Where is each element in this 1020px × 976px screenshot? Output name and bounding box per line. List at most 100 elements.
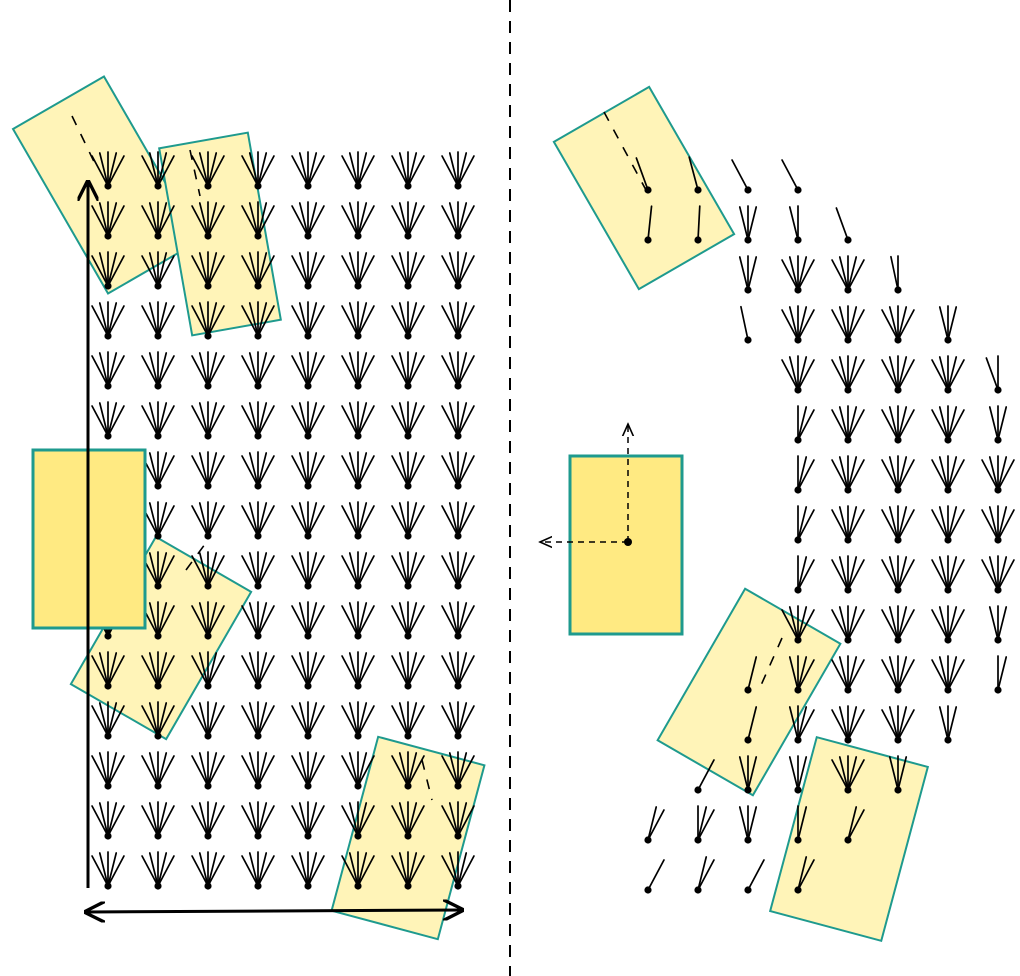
fan-point <box>981 555 1015 594</box>
fan-point <box>241 601 275 640</box>
fan-point <box>441 701 475 740</box>
fan-point <box>291 501 325 540</box>
fan-point <box>191 351 225 390</box>
fan-point <box>881 655 915 694</box>
fan-point <box>988 605 1008 644</box>
fan-point <box>191 451 225 490</box>
fan-point <box>291 201 325 240</box>
fan-point <box>988 405 1008 444</box>
fan-point <box>391 201 425 240</box>
fan-point <box>644 859 665 894</box>
fan-point <box>788 755 808 794</box>
fan-point <box>391 851 425 890</box>
fan-point <box>441 601 475 640</box>
fan-point <box>731 159 752 194</box>
fan-point <box>291 351 325 390</box>
fan-point <box>141 851 175 890</box>
fan-point <box>391 701 425 740</box>
fan-point <box>241 451 275 490</box>
fan-point <box>738 755 758 794</box>
fan-point <box>191 651 225 690</box>
fan-point <box>694 759 715 794</box>
fan-point <box>781 159 802 194</box>
fan-point <box>441 151 475 190</box>
fan-point <box>391 401 425 440</box>
fan-point <box>91 251 125 290</box>
fan-point <box>241 301 275 340</box>
fan-point <box>441 251 475 290</box>
fan-point <box>694 205 702 244</box>
fan-point <box>91 401 125 440</box>
fan-point <box>781 355 815 394</box>
fan-point <box>788 655 815 694</box>
fan-point <box>141 601 175 640</box>
fan-point <box>688 156 702 194</box>
fan-point <box>341 701 375 740</box>
fan-point <box>141 751 175 790</box>
fan-point <box>391 551 425 590</box>
fan-point <box>938 705 958 744</box>
fan-point <box>91 651 125 690</box>
fan-point <box>91 201 125 240</box>
fan-point <box>788 705 815 744</box>
fan-point <box>738 205 758 244</box>
fan-point <box>141 701 175 740</box>
fan-point <box>341 751 375 790</box>
fan-point <box>744 656 758 694</box>
fan-point <box>881 455 915 494</box>
orientation-dash <box>421 759 433 801</box>
fan-point <box>341 501 375 540</box>
fan-point <box>191 501 225 540</box>
fan-point <box>788 205 802 244</box>
fan-point <box>441 651 475 690</box>
fan-point <box>835 207 852 244</box>
fan-point <box>881 555 915 594</box>
fan-point <box>694 805 715 844</box>
fan-point <box>291 401 325 440</box>
fan-point <box>441 751 475 790</box>
fan-point <box>341 351 375 390</box>
fan-point <box>931 555 965 594</box>
fan-point <box>91 701 125 740</box>
fan-point <box>91 801 125 840</box>
fan-point <box>794 805 808 844</box>
fan-point <box>831 305 865 344</box>
fan-point <box>241 551 275 590</box>
fan-point <box>391 751 425 790</box>
fan-point <box>794 856 815 894</box>
fan-point <box>91 301 125 340</box>
fan-point <box>291 551 325 590</box>
fan-point <box>341 851 375 890</box>
fan-point <box>241 751 275 790</box>
fan-point <box>291 801 325 840</box>
fan-point <box>694 856 715 894</box>
fan-point <box>881 505 915 544</box>
fan-point <box>341 301 375 340</box>
fan-point <box>191 551 225 590</box>
fan-point <box>831 405 865 444</box>
fan-point <box>831 505 865 544</box>
fan-point <box>391 801 425 840</box>
fan-point <box>141 251 175 290</box>
fan-point <box>291 451 325 490</box>
fan-point <box>441 351 475 390</box>
fan-point <box>241 351 275 390</box>
fan-point <box>291 651 325 690</box>
fan-point <box>738 805 758 844</box>
reference-box <box>568 454 684 636</box>
fan-point <box>291 751 325 790</box>
fan-point <box>91 851 125 890</box>
fan-point <box>191 601 225 640</box>
fan-point <box>931 355 965 394</box>
fan-point <box>391 651 425 690</box>
fan-point <box>241 251 275 290</box>
fan-point <box>831 355 865 394</box>
fan-point <box>391 301 425 340</box>
fan-point <box>890 255 902 294</box>
fan-point <box>291 301 325 340</box>
fan-point <box>191 151 225 190</box>
fan-point <box>938 305 958 344</box>
fan-point <box>191 301 225 340</box>
fan-point <box>644 806 665 844</box>
